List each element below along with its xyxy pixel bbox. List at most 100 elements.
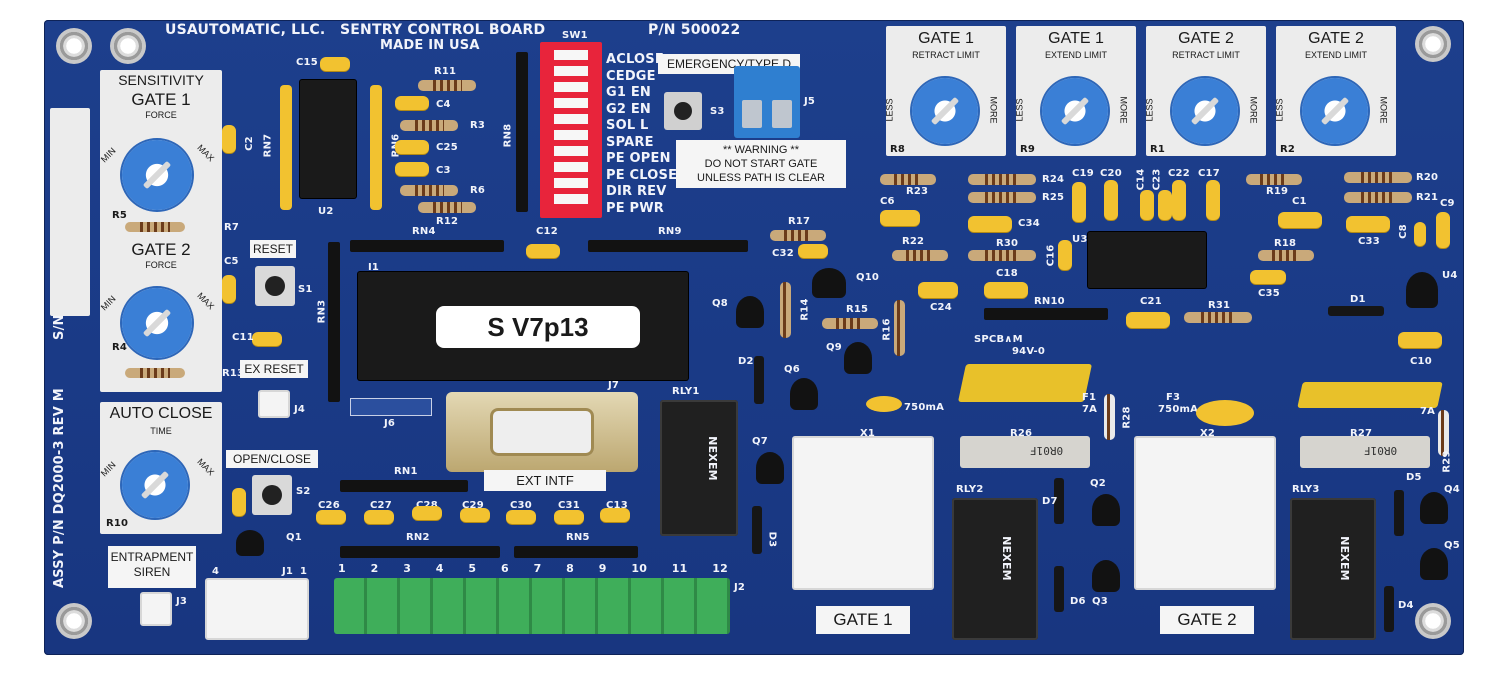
c34-capacitor bbox=[968, 216, 1012, 232]
c16-capacitor bbox=[1058, 240, 1072, 270]
j6-header bbox=[350, 398, 432, 416]
limit-2-more: MORE bbox=[1118, 96, 1129, 124]
j5-terminal-block[interactable] bbox=[734, 66, 800, 138]
d2-diode bbox=[754, 356, 764, 404]
gate1-force-title: GATE 1 bbox=[131, 90, 191, 109]
rn8-ref: RN8 bbox=[502, 123, 514, 148]
limit-3-knob[interactable] bbox=[1172, 78, 1238, 144]
dip-switch-bank bbox=[540, 42, 602, 218]
dip-switch-6[interactable] bbox=[554, 130, 588, 140]
gate1-force-knob[interactable] bbox=[122, 140, 192, 210]
r18-resistor bbox=[1258, 250, 1314, 261]
open-close-button-cap[interactable] bbox=[262, 485, 282, 505]
r29-ref: R29 bbox=[1441, 450, 1453, 473]
q1-transistor bbox=[236, 530, 264, 556]
dip-switch-10[interactable] bbox=[554, 194, 588, 204]
c18-capacitor bbox=[984, 282, 1028, 298]
gate2-force-knob[interactable] bbox=[122, 288, 192, 358]
j5-screw-1[interactable] bbox=[742, 100, 762, 128]
rly1-brand: NEXEM bbox=[705, 436, 719, 481]
rn3-ref: RN3 bbox=[316, 299, 328, 324]
rly2-brand: NEXEM bbox=[999, 536, 1013, 581]
fuse-750ma-a-rating: 750mA bbox=[904, 402, 945, 413]
limit-1-less: LESS bbox=[884, 98, 895, 122]
ex-reset-label: EX RESET bbox=[240, 360, 308, 378]
mounting-hole bbox=[1415, 26, 1451, 62]
j4-connector[interactable] bbox=[258, 390, 290, 418]
rn8-network bbox=[516, 52, 528, 212]
c28-capacitor bbox=[412, 506, 442, 520]
emergency-button-cap[interactable] bbox=[674, 102, 692, 120]
dip-switch-4[interactable] bbox=[554, 98, 588, 108]
f2-fuse bbox=[1297, 382, 1443, 408]
dip-switch-1[interactable] bbox=[554, 50, 588, 60]
limit-2-knob[interactable] bbox=[1042, 78, 1108, 144]
assembly-part-number: ASSY P/N DQ2000-3 REV M bbox=[52, 388, 67, 588]
rn1-ref: RN1 bbox=[394, 466, 418, 477]
dip-switch-3[interactable] bbox=[554, 82, 588, 92]
rly3-relay bbox=[1290, 498, 1376, 640]
c14-ref: C14 bbox=[1135, 168, 1147, 191]
dip-switch-2[interactable] bbox=[554, 66, 588, 76]
r5-ref: R5 bbox=[112, 210, 128, 221]
terminal-number: 8 bbox=[566, 562, 575, 575]
rly3-ref: RLY3 bbox=[1292, 484, 1320, 495]
q6-ref: Q6 bbox=[784, 364, 800, 375]
dip-switch-5[interactable] bbox=[554, 114, 588, 124]
gate2-label: GATE 2 bbox=[1160, 606, 1254, 634]
j3-connector[interactable] bbox=[140, 592, 172, 626]
r23-ref: R23 bbox=[906, 186, 929, 197]
c33-capacitor bbox=[1346, 216, 1390, 232]
c30-ref: C30 bbox=[510, 500, 532, 511]
r2-ref: R2 bbox=[1280, 144, 1296, 155]
dip-switch-7[interactable] bbox=[554, 146, 588, 156]
dip-label: G1 EN bbox=[606, 85, 652, 100]
reset-button[interactable] bbox=[255, 266, 295, 306]
db9-shell[interactable] bbox=[490, 408, 594, 456]
emergency-button[interactable] bbox=[664, 92, 702, 130]
entrapment-line1: ENTRAPMENT bbox=[110, 550, 194, 564]
c27-ref: C27 bbox=[370, 500, 392, 511]
limit-4-knob[interactable] bbox=[1302, 78, 1368, 144]
terminal-number: 5 bbox=[468, 562, 477, 575]
j2-ref: J2 bbox=[734, 582, 746, 593]
gate2-connector[interactable] bbox=[1134, 436, 1276, 590]
dip-switch-8[interactable] bbox=[554, 162, 588, 172]
j2-terminal-block[interactable] bbox=[334, 578, 730, 634]
r15-resistor bbox=[822, 318, 878, 329]
warning-line3: UNLESS PATH IS CLEAR bbox=[697, 172, 825, 184]
auto-close-knob[interactable] bbox=[122, 452, 188, 518]
limit-1-knob[interactable] bbox=[912, 78, 978, 144]
r13-ref: R13 bbox=[222, 368, 245, 379]
j5-screw-2[interactable] bbox=[772, 100, 792, 128]
c9-ref: C9 bbox=[1440, 198, 1455, 209]
c24-capacitor bbox=[918, 282, 958, 298]
terminal-number: 7 bbox=[533, 562, 542, 575]
x1-ref: X1 bbox=[860, 428, 876, 439]
dip-switch-9[interactable] bbox=[554, 178, 588, 188]
d5-diode bbox=[1394, 490, 1404, 536]
j1-pin1: 1 bbox=[300, 566, 308, 577]
r20-resistor bbox=[1344, 172, 1412, 183]
rn4-ref: RN4 bbox=[412, 226, 436, 237]
reset-button-cap[interactable] bbox=[265, 276, 285, 296]
ul-mark: 94V-0 bbox=[1012, 346, 1046, 357]
c3-capacitor bbox=[395, 162, 429, 176]
open-close-button[interactable] bbox=[252, 475, 292, 515]
dip-label: PE PWR bbox=[606, 200, 665, 216]
gate1-connector[interactable] bbox=[792, 436, 934, 590]
r13-resistor bbox=[125, 368, 185, 378]
warning-label: ** WARNING ** DO NOT START GATE UNLESS P… bbox=[676, 140, 846, 188]
c6-capacitor bbox=[880, 210, 920, 226]
c21-ref: C21 bbox=[1140, 296, 1162, 307]
j1-connector[interactable] bbox=[205, 578, 309, 640]
limit-4-more: MORE bbox=[1378, 96, 1389, 124]
c22-capacitor bbox=[1172, 180, 1186, 220]
rn9-network bbox=[588, 240, 748, 252]
r31-resistor bbox=[1184, 312, 1252, 323]
c3-ref: C3 bbox=[436, 165, 451, 176]
c17-capacitor bbox=[1206, 180, 1220, 220]
db9-connector[interactable] bbox=[446, 392, 638, 472]
mounting-hole bbox=[56, 603, 92, 639]
q7-ref: Q7 bbox=[752, 436, 768, 447]
